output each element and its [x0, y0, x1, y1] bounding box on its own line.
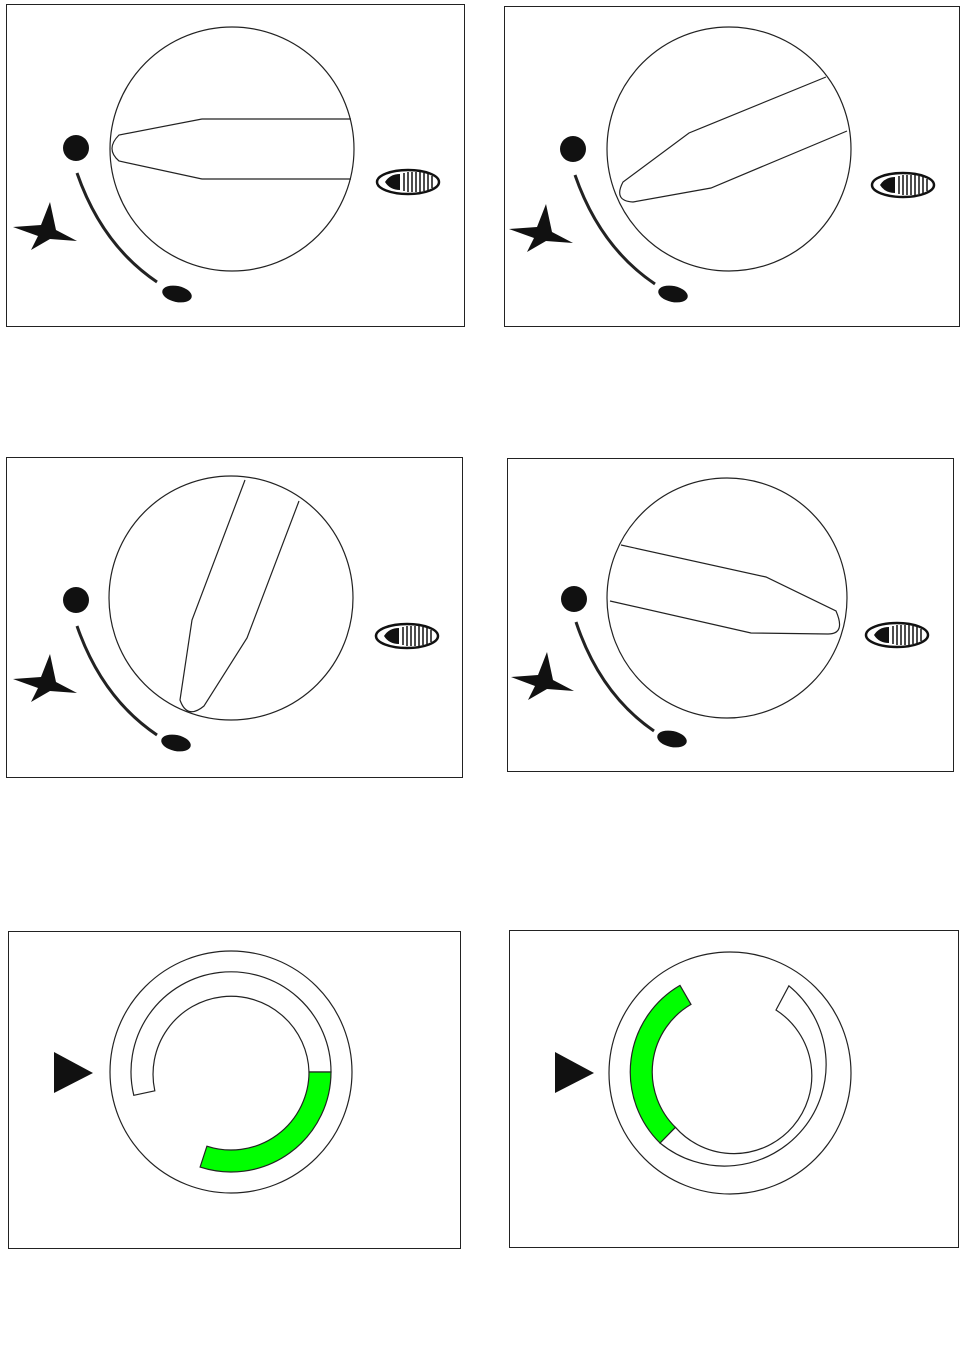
knob-pointer: [180, 480, 299, 712]
lamp-icon: [872, 173, 934, 197]
oval-icon: [161, 283, 194, 305]
ring-active-segment[interactable]: [630, 985, 691, 1143]
knob-dial[interactable]: [607, 27, 851, 271]
star-icon: [13, 654, 77, 702]
dot-icon: [63, 135, 89, 161]
oval-icon: [656, 728, 689, 750]
lamp-icon: [376, 624, 438, 648]
knob-panel-1: [6, 4, 465, 327]
lamp-icon: [866, 623, 928, 647]
dot-icon: [560, 136, 586, 162]
arc-scale: [576, 622, 654, 731]
ring-panel-1: [8, 931, 461, 1249]
knob-dial[interactable]: [110, 27, 354, 271]
knob-panel-4: [507, 458, 954, 772]
lamp-icon: [377, 170, 439, 194]
ring-track: [660, 986, 826, 1166]
star-icon: [509, 204, 573, 252]
star-icon: [13, 202, 77, 250]
ring-active-segment[interactable]: [200, 1072, 331, 1172]
dot-icon: [63, 587, 89, 613]
knob-pointer: [610, 545, 840, 634]
ring-panel-2: [509, 930, 959, 1248]
star-icon: [511, 652, 574, 700]
knob-pointer: [620, 77, 847, 202]
oval-icon: [160, 732, 193, 754]
play-arrow-icon: [54, 1052, 93, 1093]
knob-panel-2: [504, 6, 960, 327]
knob-dial[interactable]: [607, 478, 847, 718]
ring-track: [131, 972, 331, 1095]
play-arrow-icon: [555, 1052, 594, 1093]
oval-icon: [657, 283, 690, 305]
dot-icon: [561, 586, 587, 612]
knob-dial[interactable]: [109, 476, 353, 720]
knob-panel-3: [6, 457, 463, 778]
knob-pointer: [112, 119, 351, 179]
